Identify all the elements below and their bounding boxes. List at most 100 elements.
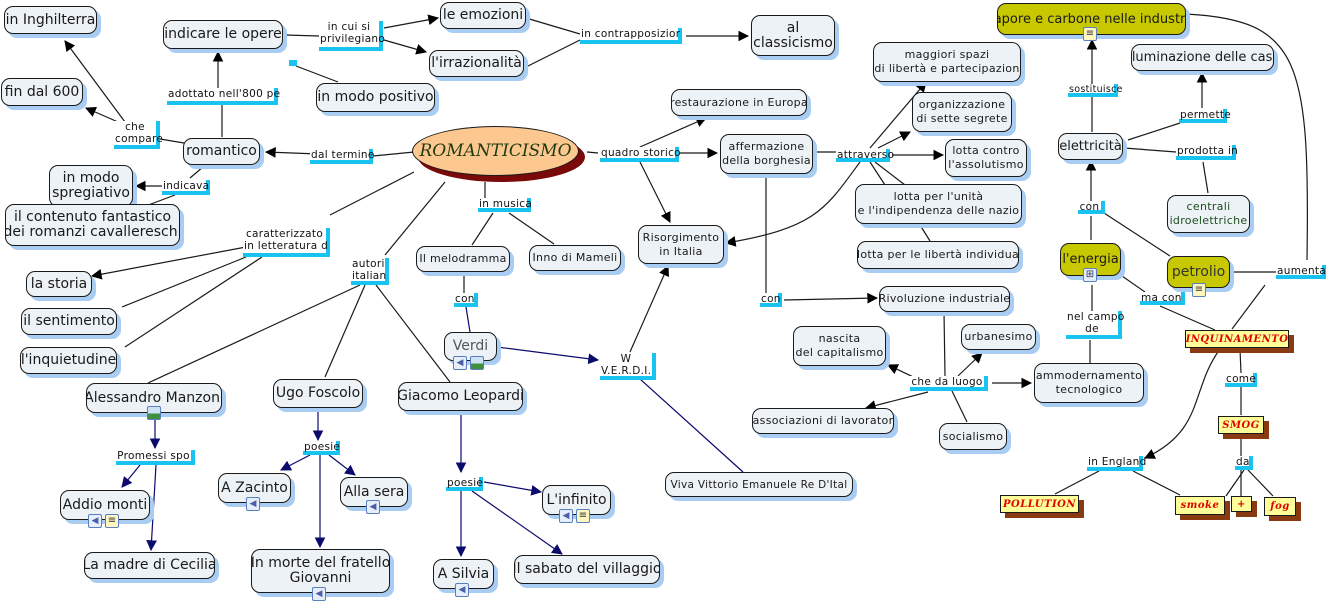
concept-inno-di-mameli[interactable]: Inno di Mameli [529, 245, 621, 271]
concept-smoke[interactable]: smoke [1175, 496, 1225, 515]
link-label-da[interactable]: da [1235, 456, 1253, 470]
document-icon[interactable] [105, 514, 119, 528]
root-concept-romanticismo[interactable]: ROMANTICISMO [412, 126, 585, 182]
concept-il-melodramma[interactable]: Il melodramma [416, 246, 510, 272]
concept-vapore-carbone[interactable]: vapore e carbone nelle industrie [997, 3, 1186, 35]
concept-maggiori-spazi[interactable]: maggiori spazi di libertà e partecipazio… [873, 42, 1021, 82]
link-label-che-compare[interactable]: che compare [114, 121, 163, 149]
concept-irrazionalita[interactable]: l'irrazionalità [429, 50, 524, 77]
concept-al-classicismo[interactable]: al classicismo [751, 15, 835, 56]
concept-viva-vittorio-emanuele[interactable]: Viva Vittorio Emanuele Re D'Ital [665, 472, 853, 497]
concept-centrali-idroelettriche[interactable]: centrali idroelettriche [1167, 195, 1250, 233]
concept-smog[interactable]: SMOG [1218, 416, 1264, 434]
concept-restaurazione[interactable]: restaurazione in Europa [671, 89, 807, 116]
concept-romantico[interactable]: romantico [183, 138, 260, 165]
document-icon[interactable] [576, 509, 590, 523]
connector-line [280, 454, 311, 471]
link-label-ma-con[interactable]: ma con [1140, 292, 1185, 305]
link-label-poesie-foscolo[interactable]: poesie [303, 441, 341, 455]
link-label-empty[interactable] [289, 60, 297, 66]
link-label-prodotta-in[interactable]: prodotta in [1176, 145, 1238, 160]
concept-fog[interactable]: fog [1264, 497, 1296, 516]
concept-nascita-capitalismo[interactable]: nascita del capitalismo [793, 326, 886, 366]
link-label-che-da-luogo[interactable]: che da luogo [910, 376, 988, 391]
document-icon[interactable] [1083, 27, 1097, 41]
concept-lotta-assolutismo[interactable]: lotta contro l'assolutismo [945, 139, 1027, 177]
concept-in-inghilterra[interactable]: in Inghilterra [4, 6, 97, 34]
connector-line [639, 116, 707, 148]
sound-icon[interactable] [559, 509, 573, 523]
link-label-aumenta[interactable]: aumenta [1276, 265, 1327, 279]
connector-line [1202, 161, 1209, 194]
link-label-autori-italiani[interactable]: autori italian [351, 258, 389, 285]
connector-line [85, 106, 119, 123]
concept-pollution[interactable]: POLLUTION [1000, 495, 1079, 513]
concept-sabato-del-villaggio[interactable]: Il sabato del villaggio [514, 555, 660, 584]
concept-associazioni-lavoratori[interactable]: associazioni di lavorator [752, 408, 894, 434]
sound-icon[interactable] [88, 514, 102, 528]
concept-illuminazione[interactable]: illuminazione delle case [1131, 44, 1274, 71]
connector-line [919, 224, 931, 242]
link-label-con-rivoluzione[interactable]: con [760, 293, 782, 307]
sound-icon[interactable] [453, 356, 467, 370]
sound-icon[interactable] [246, 497, 260, 511]
concept-socialismo[interactable]: socialismo [939, 423, 1007, 450]
concept-il-sentimento[interactable]: il sentimento [21, 308, 117, 335]
concept-l-infinito[interactable]: L'infinito [542, 485, 611, 515]
link-label-in-musica[interactable]: in musica [478, 198, 533, 212]
concept-madre-di-cecilia[interactable]: La madre di Cecilia [84, 552, 215, 579]
sound-icon[interactable] [366, 500, 380, 514]
link-label-in-contrapposizione[interactable]: in contrapposizior [580, 28, 682, 44]
concept-le-emozioni[interactable]: le emozioni [440, 2, 526, 29]
root-label: ROMANTICISMO [419, 141, 572, 161]
link-label-con-verdi[interactable]: con [454, 293, 478, 307]
link-label-con-energia[interactable]: con [1078, 201, 1105, 214]
concept-elettricita[interactable]: elettricità [1058, 133, 1123, 160]
link-label-in-england[interactable]: in England [1087, 456, 1146, 471]
document-icon[interactable] [1192, 283, 1206, 297]
concept-in-modo-spregiativo[interactable]: in modo spregiativo [49, 165, 133, 207]
sound-icon[interactable] [455, 583, 469, 597]
link-label-adottato[interactable]: adottato nell'800 pe [167, 88, 280, 105]
sound-icon[interactable] [312, 587, 326, 601]
concept-sette-segrete[interactable]: organizzazione di sette segrete [912, 92, 1012, 132]
link-label-indicava[interactable]: indicava [162, 180, 210, 195]
concept-lotta-unita[interactable]: lotta per l'unità e l'indipendenza delle… [855, 184, 1022, 224]
concept-urbanesimo[interactable]: urbanesimo [961, 324, 1036, 350]
concept-in-morte-del-fratello[interactable]: In morte del fratello Giovanni [251, 549, 390, 593]
link-label-nel-campo-de[interactable]: nel campo de [1066, 311, 1124, 339]
concept-map-icon[interactable] [1083, 268, 1097, 282]
link-label-come[interactable]: come [1225, 373, 1257, 387]
concept-inquietudine[interactable]: l'inquietudine [20, 347, 117, 374]
link-label-caratterizzato[interactable]: caratterizzato in letteratura d [243, 228, 330, 257]
link-label-dal-termine[interactable]: dal termine [310, 149, 374, 164]
concept-a-silvia[interactable]: A Silvia [433, 559, 494, 589]
concept-ammodernamento-tecnologico[interactable]: ammodernamento tecnologico [1034, 363, 1144, 403]
concept-inquinamento[interactable]: INQUINAMENTO [1185, 330, 1289, 348]
image-icon[interactable] [147, 406, 161, 420]
concept-fin-dal-600[interactable]: fin dal 600 [1, 78, 83, 106]
link-label-w-verdi[interactable]: W V.E.R.D.I. [600, 353, 656, 380]
concept-risorgimento[interactable]: Risorgimento in Italia [638, 225, 724, 264]
concept-in-modo-positivo[interactable]: in modo positivo [316, 83, 435, 112]
concept-ugo-foscolo[interactable]: Ugo Foscolo [273, 379, 363, 408]
root-ellipse[interactable]: ROMANTICISMO [412, 126, 579, 176]
link-label-poesie-leopardi[interactable]: poesie [446, 477, 484, 491]
link-label-quadro-storico[interactable]: quadro storico [600, 147, 681, 162]
link-label-attraverso[interactable]: attraverso [836, 149, 895, 162]
concept-plus[interactable]: + [1231, 496, 1252, 512]
image-icon[interactable] [470, 356, 484, 370]
concept-giacomo-leopardi[interactable]: Giacomo Leopardi [398, 382, 523, 411]
connector-line [1239, 348, 1242, 374]
link-label-promessi-sposi[interactable]: Promessi spo [116, 450, 195, 465]
concept-la-storia[interactable]: la storia [26, 271, 92, 297]
link-label-permette[interactable]: permette [1179, 109, 1232, 123]
concept-indicare-le-opere[interactable]: indicare le opere [163, 20, 283, 49]
concept-lotta-liberta[interactable]: lotta per le libertà individua [857, 241, 1019, 269]
concept-affermazione-borghesia[interactable]: affermazione della borghesia [720, 134, 813, 174]
concept-contenuto-fantastico[interactable]: il contenuto fantastico dei romanzi cava… [5, 204, 180, 246]
link-label-sostituisce[interactable]: sostituisce [1068, 84, 1123, 97]
concept-rivoluzione-industriale[interactable]: Rivoluzione industriale [879, 286, 1010, 312]
link-label-in-cui-si-privilegiano[interactable]: in cui si privilegiano [319, 21, 385, 51]
connector-line [284, 34, 320, 37]
